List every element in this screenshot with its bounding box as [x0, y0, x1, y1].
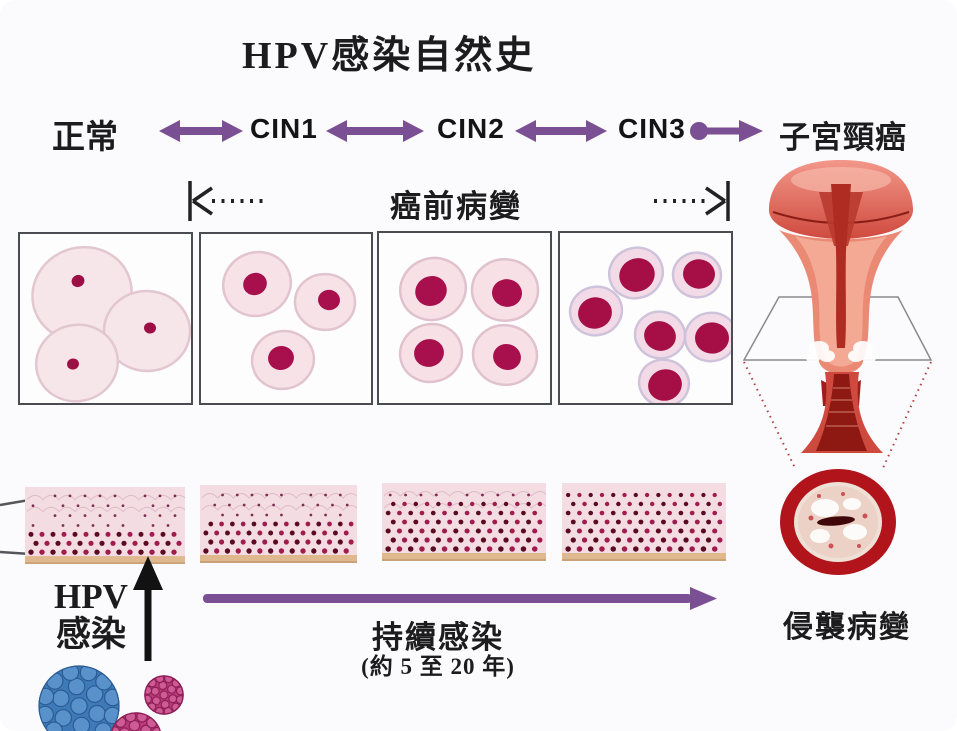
cervical-fronds [806, 341, 876, 363]
cell-panel-normal [18, 232, 193, 405]
hpv-virus-particles [38, 665, 184, 731]
cell-panel-cin2 [377, 231, 552, 405]
cin2-cells-illustration [398, 256, 540, 387]
up-arrow-icon [133, 556, 163, 661]
persistent-infection-label: 持續感染 [372, 620, 504, 655]
zoom-dotted-line-right [882, 361, 932, 469]
tissue-section-cin1 [200, 485, 357, 563]
invasive-lesion-label: 侵襲病變 [783, 611, 911, 644]
precancer-label: 癌前病變 [390, 189, 522, 224]
cervix-closeup-circle [780, 469, 896, 575]
double-arrow-icon [159, 120, 243, 142]
tissue-section-normal [25, 487, 185, 565]
page-title: HPV感染自然史 [242, 35, 537, 77]
stage-label-cin3: CIN3 [618, 113, 686, 144]
cin3-cells-illustration [568, 246, 731, 403]
tissue-section-cin3 [562, 483, 726, 561]
bracket-left-icon [188, 181, 264, 221]
cell-panel-cin1 [199, 232, 373, 405]
cin1-cells-illustration [222, 250, 357, 391]
dot-tail-arrow-icon [690, 120, 763, 142]
zoom-dotted-line-left [743, 361, 796, 469]
stage-label-cin2: CIN2 [437, 113, 505, 144]
stage-label-normal: 正常 [52, 120, 118, 156]
stage-label-cancer: 子宮頸癌 [779, 120, 907, 155]
double-arrow-icon [515, 120, 607, 142]
persistent-duration-label: (約 5 至 20 年) [361, 654, 515, 679]
double-arrow-icon [326, 120, 424, 142]
right-arrow-icon [203, 587, 717, 610]
uterus-cervix-illustration [742, 160, 933, 575]
tissue-section-cin2 [382, 483, 546, 561]
stage-label-cin1: CIN1 [250, 113, 318, 144]
normal-cells-illustration [31, 245, 191, 403]
bracket-right-icon [654, 181, 730, 221]
cell-panel-cin3 [558, 231, 733, 405]
hpv-infection-label: HPV 感染 [54, 577, 128, 654]
